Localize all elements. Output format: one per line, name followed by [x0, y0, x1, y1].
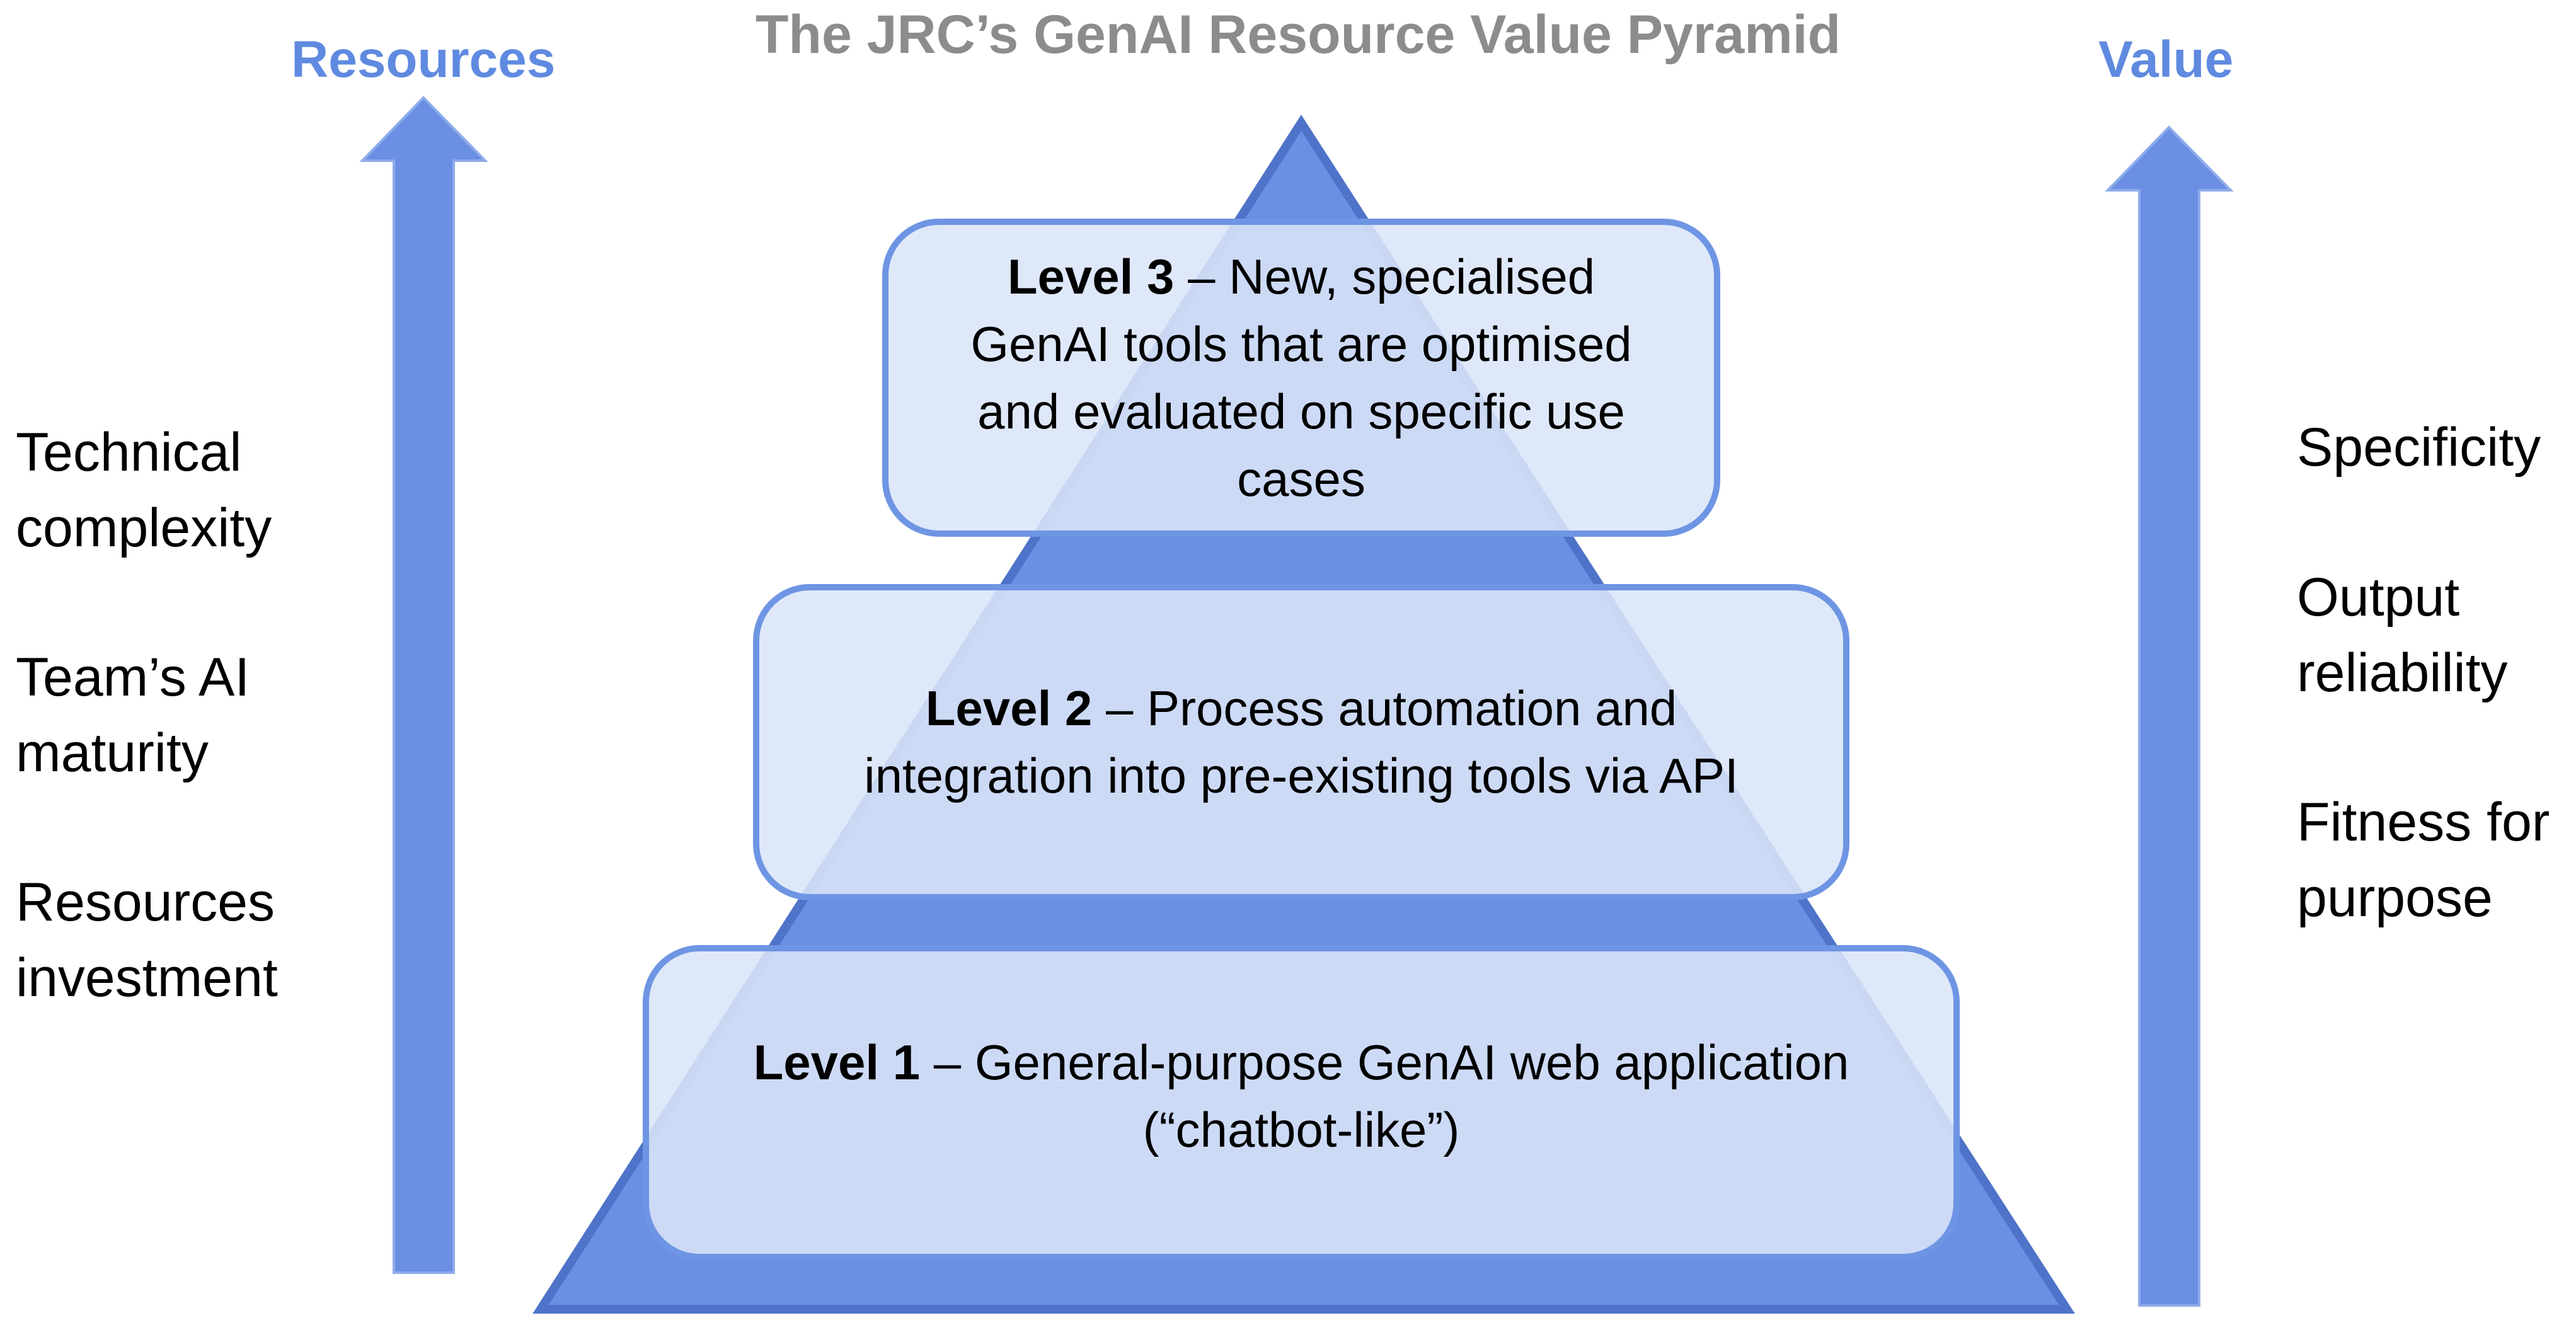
level-1-name: Level 1	[753, 1035, 921, 1090]
factor-line: complexity	[16, 498, 272, 558]
left-factor-technical-complexity: Technical complexity	[16, 415, 272, 566]
factor-line: investment	[16, 948, 278, 1008]
level-1-separator: –	[920, 1035, 975, 1090]
level-3-name: Level 3	[1007, 248, 1175, 304]
level-1-text: Level 1 – General-purpose GenAI web appl…	[706, 1029, 1897, 1164]
level-3-separator: –	[1174, 248, 1229, 304]
right-factor-fitness-for-purpose: Fitness for purpose	[2297, 784, 2550, 936]
level-2-text: Level 2 – Process automation and integra…	[816, 675, 1786, 810]
level-2-description: Process automation and integration into …	[864, 680, 1739, 803]
value-axis-title: Value	[2098, 31, 2234, 88]
factor-line: purpose	[2297, 868, 2493, 928]
level-2-box-fill	[756, 587, 1846, 897]
left-factor-resources-investment: Resources investment	[16, 864, 278, 1016]
level-3-text: Level 3 – New, specialised GenAI tools t…	[933, 243, 1670, 513]
factor-line: Specificity	[2297, 417, 2541, 478]
right-factor-output-reliability: Output reliability	[2297, 559, 2508, 711]
factor-line: Technical	[16, 422, 242, 483]
level-2-box: Level 2 – Process automation and integra…	[753, 584, 1849, 900]
factor-line: maturity	[16, 723, 209, 783]
resources-arrow	[359, 96, 488, 1274]
level-3-box-fill	[885, 222, 1717, 534]
level-1-description: General-purpose GenAI web application (“…	[974, 1035, 1849, 1157]
level-3-box: Level 3 – New, specialised GenAI tools t…	[882, 219, 1720, 537]
factor-line: Fitness for	[2297, 792, 2550, 852]
factor-line: reliability	[2297, 643, 2508, 703]
resources-axis-title: Resources	[291, 31, 556, 88]
factor-line: Resources	[16, 872, 275, 932]
factor-line: Output	[2297, 567, 2460, 628]
left-factor-team-ai-maturity: Team’s AI maturity	[16, 640, 250, 791]
right-factor-specificity: Specificity	[2297, 410, 2541, 485]
level-3-description: New, specialised GenAI tools that are op…	[970, 248, 1632, 507]
factor-line: Team’s AI	[16, 647, 250, 708]
level-1-box: Level 1 – General-purpose GenAI web appl…	[643, 945, 1960, 1260]
level-1-box-fill	[646, 948, 1957, 1257]
level-2-separator: –	[1092, 680, 1147, 736]
value-arrow	[2105, 125, 2234, 1307]
diagram-title: The JRC’s GenAI Resource Value Pyramid	[755, 4, 1841, 65]
level-2-name: Level 2	[925, 680, 1093, 736]
